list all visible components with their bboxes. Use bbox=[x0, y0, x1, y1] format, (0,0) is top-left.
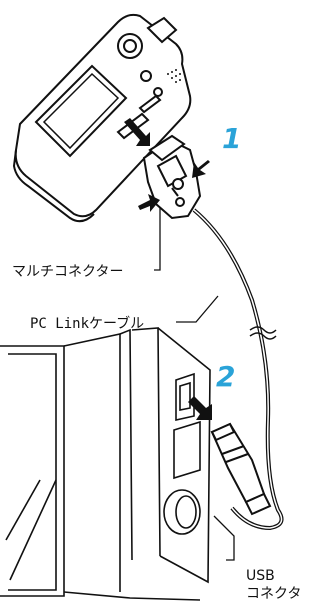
arrow-icon bbox=[124, 118, 150, 146]
usb-plug bbox=[210, 422, 272, 516]
pc-link-cable bbox=[192, 208, 284, 531]
pc-link-cable-label: PC Linkケーブル bbox=[30, 315, 144, 332]
leader-lines bbox=[154, 208, 235, 561]
arrow-icon bbox=[188, 396, 212, 420]
arrow-icon bbox=[138, 160, 210, 212]
step-1-number: 1 bbox=[222, 122, 241, 155]
usb-connector-label-line1: USB bbox=[246, 568, 275, 584]
camera-device bbox=[12, 13, 192, 223]
multi-connector-label: マルチコネクター bbox=[12, 264, 123, 280]
computer-side bbox=[0, 327, 211, 601]
multi-connector-plug bbox=[142, 134, 202, 220]
step-2-number: 2 bbox=[216, 360, 235, 393]
usb-connector-label-line2: コネクタ bbox=[246, 586, 301, 602]
